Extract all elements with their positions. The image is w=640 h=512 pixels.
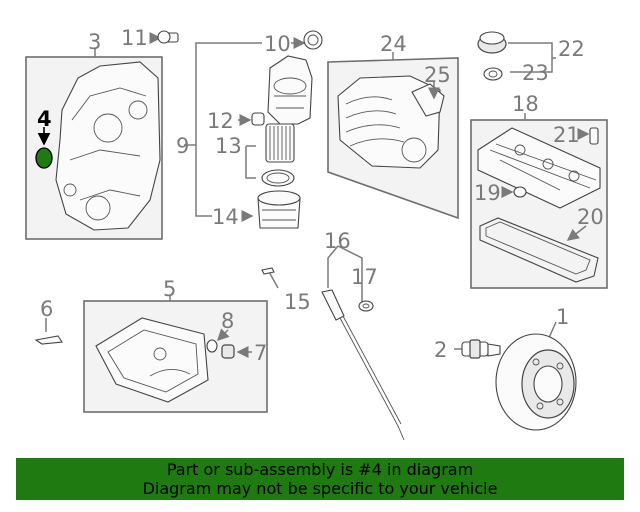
callout-6: 6 <box>40 297 53 321</box>
callout-1: 1 <box>556 305 569 329</box>
banner-line-2: Diagram may not be specific to your vehi… <box>142 479 498 498</box>
callout-4[interactable]: 4 <box>37 107 52 131</box>
callout-17: 17 <box>351 265 378 289</box>
callout-10: 10 <box>264 32 291 56</box>
callout-24: 24 <box>380 32 407 56</box>
callout-23: 23 <box>522 61 549 85</box>
dipstick-group <box>261 245 405 441</box>
callout-15: 15 <box>284 290 311 314</box>
intake-manifold-group <box>327 52 459 220</box>
parts-diagram: 3 4 11 10 12 9 13 14 24 25 22 23 18 21 1… <box>25 26 608 441</box>
timing-cover-group <box>25 49 163 240</box>
callout-20: 20 <box>577 205 604 229</box>
oil-pan-group <box>83 295 268 413</box>
callout-11: 11 <box>121 26 148 50</box>
callout-22: 22 <box>558 37 585 61</box>
crank-pulley-group <box>454 321 577 431</box>
callout-12: 12 <box>207 109 234 133</box>
callout-25: 25 <box>424 63 451 87</box>
callout-2: 2 <box>434 338 447 362</box>
callout-3: 3 <box>88 30 101 54</box>
oil-filter-group <box>184 30 323 229</box>
callout-19: 19 <box>474 181 501 205</box>
bracket-6 <box>34 318 63 345</box>
callout-21: 21 <box>553 123 580 147</box>
callout-5: 5 <box>163 277 176 301</box>
callout-9: 9 <box>176 134 189 158</box>
banner-line-1: Part or sub-assembly is #4 in diagram <box>166 460 474 479</box>
valve-cover-group <box>470 113 608 289</box>
callout-7: 7 <box>254 341 267 365</box>
bolt-11 <box>149 30 179 44</box>
callout-14: 14 <box>212 205 239 229</box>
callout-8: 8 <box>221 309 234 333</box>
filler-cap-group <box>477 31 556 81</box>
callout-18: 18 <box>512 92 539 116</box>
callout-13: 13 <box>215 134 242 158</box>
part-4-seal[interactable] <box>35 127 53 169</box>
callout-16: 16 <box>324 229 351 253</box>
info-banner: Part or sub-assembly is #4 in diagram Di… <box>16 458 624 500</box>
